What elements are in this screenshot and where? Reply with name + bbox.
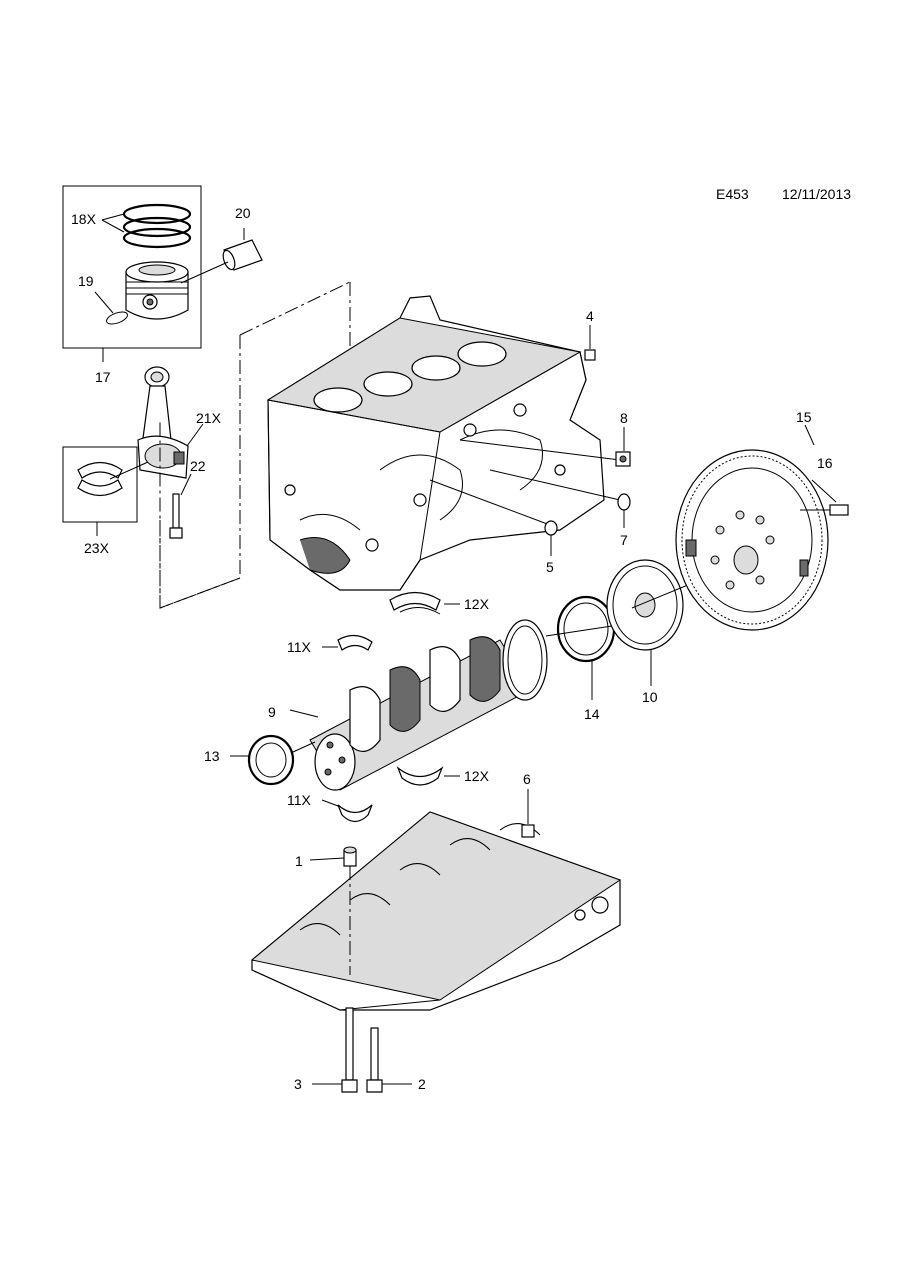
flywheel-bolt xyxy=(800,479,849,516)
callout-18: 18X xyxy=(71,211,97,227)
callout-21: 21X xyxy=(196,410,222,426)
piston-pin-circlip xyxy=(94,291,128,325)
block-plug-8 xyxy=(615,427,631,467)
callout-4: 4 xyxy=(586,308,594,324)
bedplate-bolt-long xyxy=(312,1007,358,1093)
callout-11-lower: 11X xyxy=(287,792,312,808)
flywheel xyxy=(675,424,829,631)
rear-oil-seal xyxy=(545,595,616,700)
callout-19: 19 xyxy=(78,273,94,289)
front-oil-seal xyxy=(230,734,316,786)
callout-7: 7 xyxy=(620,532,628,548)
callout-23: 23X xyxy=(84,540,110,556)
callout-8: 8 xyxy=(620,410,628,426)
piston-pin xyxy=(180,228,263,284)
bedplate-plug xyxy=(521,789,535,838)
diagram-code: E453 xyxy=(716,186,749,202)
callout-1: 1 xyxy=(295,853,303,869)
connecting-rod xyxy=(137,366,189,479)
main-bearing-upper-shell xyxy=(389,591,460,615)
conrod-bearing-box xyxy=(62,446,149,536)
callout-15: 15 xyxy=(796,409,812,425)
callout-22: 22 xyxy=(190,458,206,474)
callout-5: 5 xyxy=(546,559,554,575)
callout-3: 3 xyxy=(294,1076,302,1092)
callout-13: 13 xyxy=(204,748,220,764)
callout-12-upper: 12X xyxy=(464,596,490,612)
callout-16: 16 xyxy=(817,455,833,471)
block-plug-7 xyxy=(617,493,631,528)
main-bearing-upper-shell-2 xyxy=(396,766,460,786)
piston xyxy=(125,261,189,320)
crankshaft xyxy=(289,619,548,791)
conrod-bolt xyxy=(169,473,192,539)
callout-9: 9 xyxy=(268,704,276,720)
callout-11-upper: 11X xyxy=(287,639,312,655)
cylinder-block xyxy=(266,295,621,591)
piston-kit-box xyxy=(62,185,202,362)
flex-plate xyxy=(606,559,701,686)
callout-14: 14 xyxy=(584,706,600,722)
callout-12-lower: 12X xyxy=(464,768,490,784)
bedplate-bolt-short xyxy=(366,1027,412,1093)
callout-20: 20 xyxy=(235,205,251,221)
block-plug-4 xyxy=(584,325,596,361)
callout-10: 10 xyxy=(642,689,658,705)
callout-2: 2 xyxy=(418,1076,426,1092)
diagram-date: 12/11/2013 xyxy=(782,186,852,202)
block-plug-5 xyxy=(544,520,558,556)
dowel-sleeve xyxy=(309,846,357,975)
main-bearing-lower-shell-2 xyxy=(321,799,373,823)
lower-crankcase xyxy=(250,811,622,1011)
main-bearing-lower-shell xyxy=(322,634,373,651)
piston-rings xyxy=(101,203,192,249)
callout-6: 6 xyxy=(523,771,531,787)
callout-17: 17 xyxy=(95,369,111,385)
